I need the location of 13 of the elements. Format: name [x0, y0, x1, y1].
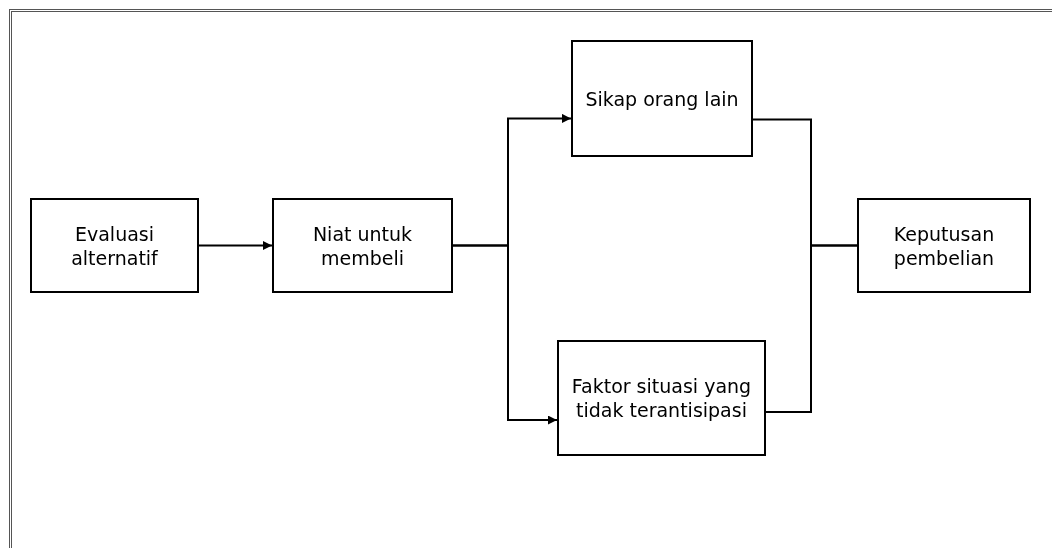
process-box [571, 40, 753, 157]
arrow [452, 244, 558, 425]
box-label: Faktor situasi yang tidak terantisipasi [570, 374, 753, 422]
connector-line [765, 244, 858, 413]
process-box [272, 198, 453, 293]
box-label: Keputusan pembelian [892, 221, 996, 270]
box-label: Niat untuk membeli [311, 221, 414, 270]
process-box [30, 198, 199, 293]
process-box [857, 198, 1031, 293]
box-label: Evaluasi alternatif [70, 221, 159, 270]
arrow [198, 241, 273, 250]
box-label: Sikap orang lain [585, 86, 739, 111]
process-box [557, 340, 766, 456]
